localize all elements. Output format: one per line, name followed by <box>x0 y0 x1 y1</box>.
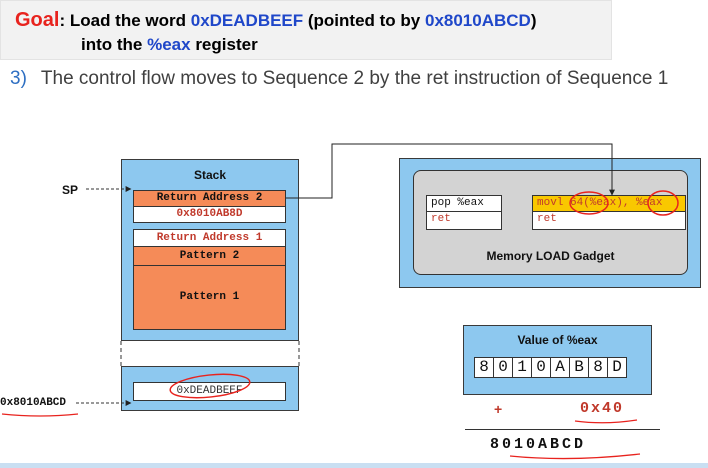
stack-cell-return-value: 0x8010AB8D <box>133 206 286 223</box>
goal-line1-prefix: Load the word <box>69 11 191 30</box>
eax-digit: 8 <box>474 357 494 378</box>
goal-line-1: Goal: Load the word 0xDEADBEEF (pointed … <box>15 9 537 32</box>
address-label: 0x8010ABCD <box>0 397 67 409</box>
eax-digit-row: 8 0 1 0 A B 8 D <box>474 357 627 378</box>
eax-circle <box>647 190 679 216</box>
goal-line2-suffix: register <box>190 35 258 54</box>
goal-pointer: 0x8010ABCD <box>424 11 531 30</box>
gadget-label: Memory LOAD Gadget <box>486 249 615 263</box>
address-underline <box>1 413 79 417</box>
goal-colon: : <box>59 11 70 30</box>
goal-line-2: into the %eax register <box>81 35 258 55</box>
result-value: 8010ABCD <box>490 436 587 453</box>
goal-label: Goal <box>15 9 60 31</box>
goal-box: Goal: Load the word 0xDEADBEEF (pointed … <box>0 0 612 60</box>
goal-word: 0xDEADBEEF <box>190 11 304 30</box>
offset-value: 0x40 <box>580 400 625 417</box>
offset-underline <box>574 419 638 424</box>
bottom-bar <box>0 463 708 468</box>
step-description: The control flow moves to Sequence 2 by … <box>40 68 669 89</box>
sp-label: SP <box>62 183 79 197</box>
stack-title: Stack <box>193 168 227 182</box>
goal-line2-prefix: into the <box>81 35 148 54</box>
stack-cell-pattern-2: Pattern 2 <box>133 246 286 266</box>
result-underline <box>509 453 641 460</box>
goal-line1-middle: (pointed to by <box>303 11 425 30</box>
seq1-instr-pop: pop %eax <box>426 195 502 212</box>
eax-digit: D <box>607 357 627 378</box>
seq2-instr-ret: ret <box>532 211 686 230</box>
eax-title: Value of %eax <box>517 333 598 347</box>
offset-circle <box>569 191 609 215</box>
goal-line1-suffix: ) <box>530 11 537 30</box>
goal-register: %eax <box>147 35 191 54</box>
plus-sign: + <box>494 401 503 417</box>
stack-cell-return-address-1: Return Address 1 <box>133 229 286 247</box>
step-text: 3) The control flow moves to Sequence 2 b… <box>10 68 668 90</box>
deadbeef-circle <box>169 373 251 399</box>
return-flow-arrow <box>286 143 615 199</box>
seq1-instr-ret: ret <box>426 211 502 230</box>
stack-cell-pattern-1: Pattern 1 <box>133 265 286 330</box>
step-number: 3) <box>10 68 27 89</box>
sum-line <box>465 429 660 430</box>
